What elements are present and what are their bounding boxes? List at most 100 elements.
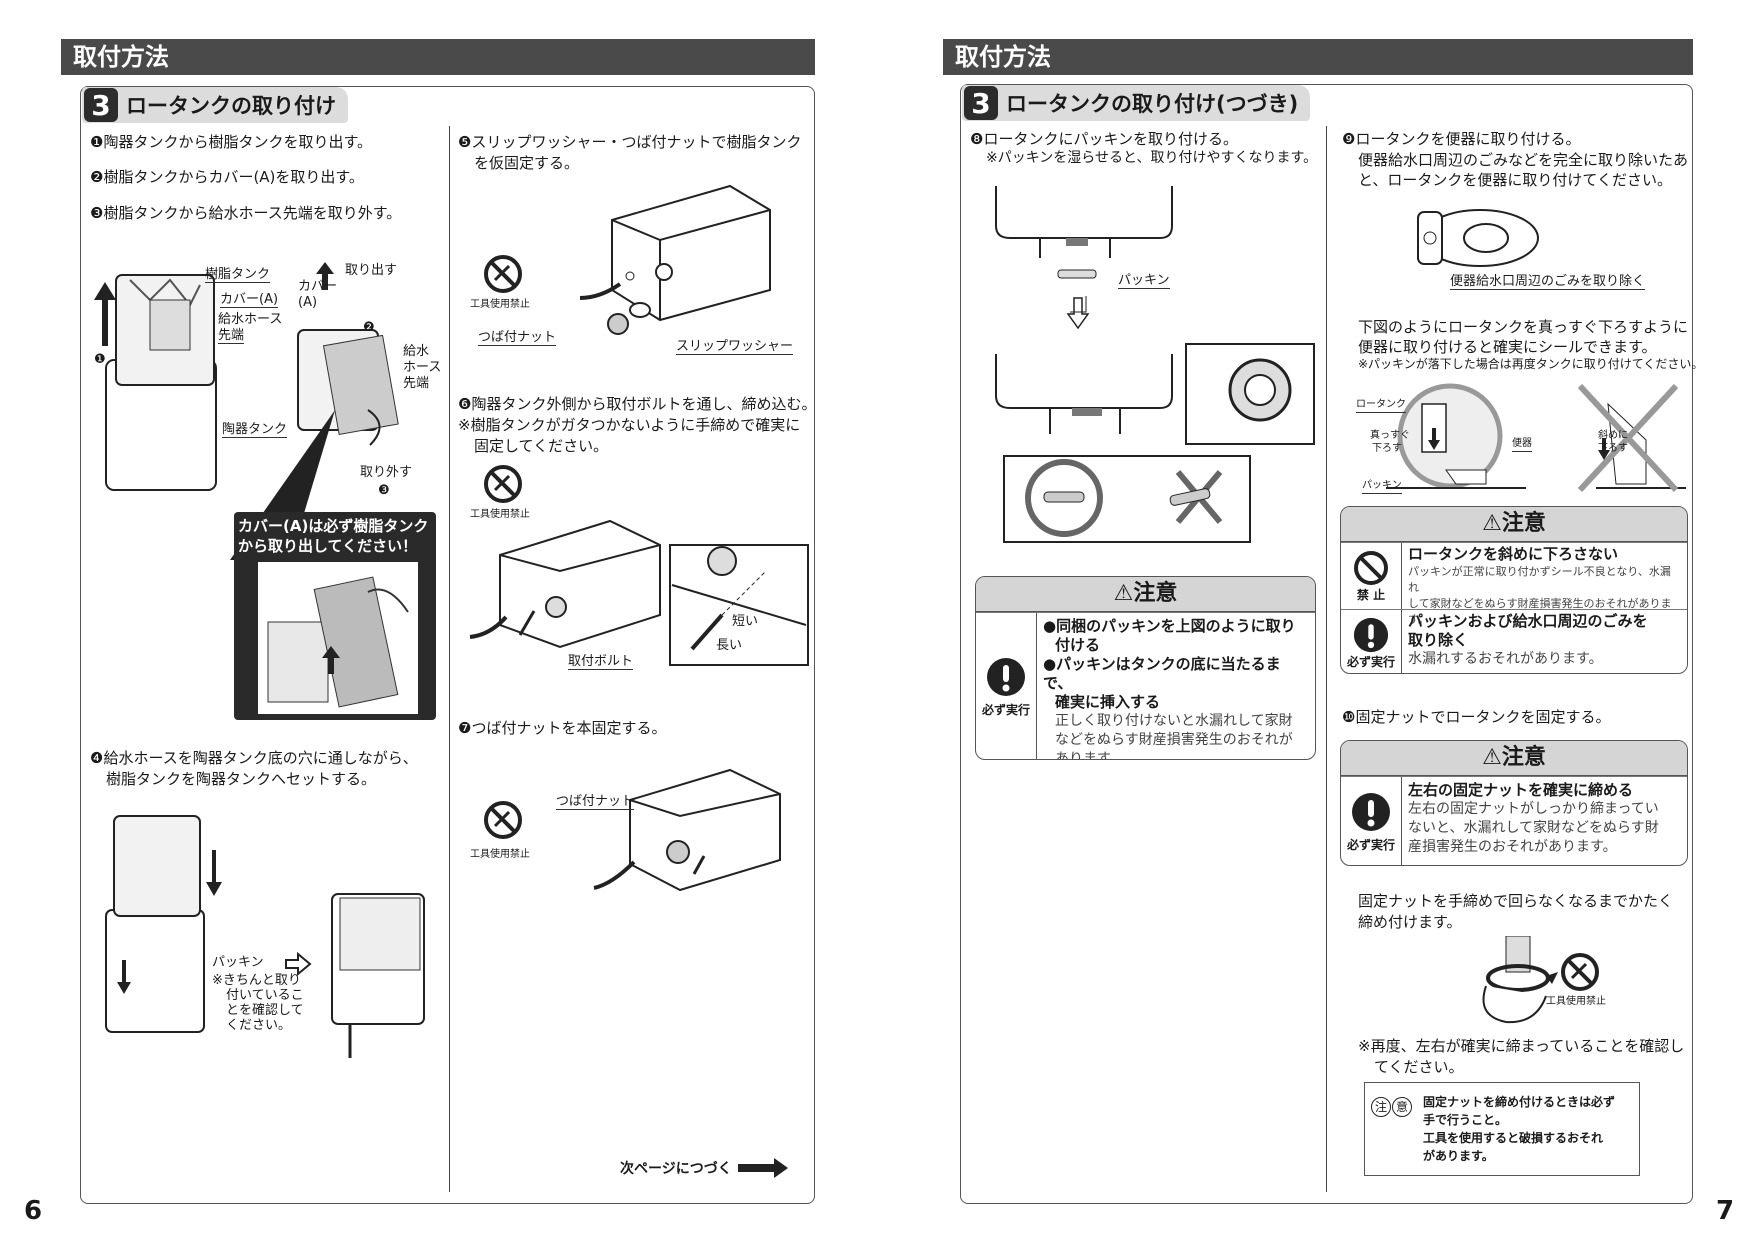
must-do-label: 必ず実行 <box>981 702 1030 717</box>
step-7: ❼つば付ナットを本固定する。 <box>458 719 667 737</box>
label-packing-left: パッキン <box>212 955 264 970</box>
must-do-label: 必ず実行 <box>1346 837 1395 852</box>
caution-text: ロータンクを斜めに下ろさない パッキンが正常に取り付かずシール不良となり、水漏れ… <box>1402 543 1687 626</box>
step-4-line-1: ❹給水ホースを陶器タンク底の穴に通しながら、 <box>90 749 418 767</box>
right-content-frame <box>960 84 1693 1204</box>
callout-photo <box>258 562 418 714</box>
arrow-right-icon <box>737 1158 788 1178</box>
marker-2: ❷ <box>363 320 375 335</box>
must-do-label: 必ず実行 <box>1346 654 1395 669</box>
exclamation-icon <box>1353 617 1389 652</box>
label-slip-washer: スリップワッシャー <box>676 339 794 355</box>
label-toritsuke-bolt: 取付ボルト <box>568 654 634 670</box>
caution-line: 取り除く <box>1408 631 1469 649</box>
step-10-line-5: てください。 <box>1374 1058 1464 1076</box>
caution-text: 左右の固定ナットを確実に締める 左右の固定ナットがしっかり締まってい ないと、水… <box>1402 777 1665 865</box>
caution-line: ないと、水漏れして家財などをぬらす財 <box>1408 820 1659 836</box>
label-naname-2: 下ろす <box>1598 443 1628 454</box>
section-title: ロータンクの取り付け(つづき) <box>1006 92 1299 116</box>
step-9-line-6: ※パッキンが落下した場合は再度タンクに取り付けてください。 <box>1358 357 1704 371</box>
exclamation-icon <box>1352 792 1390 831</box>
step-10-line-4: ※再度、左右が確実に締まっていることを確認し <box>1358 1037 1685 1055</box>
label-lowtank: ロータンク <box>1356 397 1406 413</box>
caution-row: 必ず実行 左右の固定ナットを確実に締める 左右の固定ナットがしっかり締まってい … <box>1341 776 1687 865</box>
label-kakunin-2: 付いているこ <box>226 988 304 1003</box>
tool-ban-label-3: 工具使用禁止 <box>470 849 530 860</box>
label-tsubatsuki-nut-2: つば付ナット <box>556 794 635 810</box>
note-badge-char: 注 <box>1371 1097 1391 1117</box>
right-page-header: 取付方法 <box>943 39 1693 75</box>
tool-ban-icon <box>1561 953 1599 991</box>
caution-row-prohibited: 禁 止 ロータンクを斜めに下ろさない パッキンが正常に取り付かずシール不良となり… <box>1341 542 1687 626</box>
label-packing-right: パッキン <box>1118 273 1170 289</box>
caution-row-must-do: 必ず実行 パッキンおよび給水口周辺のごみを 取り除く 水漏れするおそれがあります… <box>1341 609 1687 673</box>
toilet-bowl-illustration <box>1417 209 1539 267</box>
mounting-bolt-illustration <box>469 519 809 666</box>
prohibited-icon-cell: 禁 止 <box>1341 543 1402 609</box>
step-9-line-1: ❾ロータンクを便器に取り付ける。 <box>1342 130 1581 148</box>
caution-row: 必ず実行 ●同梱のパッキンを上図のように取り 付ける ●パッキンはタンクの底に当… <box>976 612 1315 759</box>
step-10-line-2: 固定ナットを手締めで回らなくなるまでかたく <box>1358 892 1674 910</box>
step-9-line-5: 便器に取り付けると確実にシールできます。 <box>1358 338 1657 356</box>
caution-line: ロータンクを斜めに下ろさない <box>1408 545 1619 563</box>
hand-tighten-illustration <box>1482 936 1558 1024</box>
label-kyusui: 給水 <box>403 344 430 359</box>
final-nut-illustration <box>593 768 781 892</box>
section-number: 3 <box>964 86 998 120</box>
step-3: ❸樹脂タンクから給水ホース先端を取り外す。 <box>90 204 402 222</box>
tank-removal-illustration <box>94 262 399 560</box>
caution-line: して家財などをぬらす財産損害発生のおそれがあります。 <box>1408 597 1672 626</box>
step-9-line-4: 下図のようにロータンクを真っすぐ下ろすように <box>1358 318 1689 336</box>
label-hose: ホース <box>403 360 442 375</box>
step-8-line-2: ※パッキンを湿らせると、取り付けやすくなります。 <box>986 150 1318 166</box>
label-naname-1: 斜めに <box>1598 430 1628 441</box>
step-1: ❶陶器タンクから樹脂タンクを取り出す。 <box>90 133 372 151</box>
caution-box-2: ⚠注意 禁 止 ロータンクを斜めに下ろさない パッキンが正常に取り付かずシール不… <box>1340 506 1688 674</box>
caution-line: パッキンおよび給水口周辺のごみを <box>1408 612 1648 630</box>
page-number-right: 7 <box>1716 1196 1735 1226</box>
left-content-frame <box>80 86 815 1204</box>
caution-title: ⚠注意 <box>1341 741 1687 776</box>
caution-line: 左右の固定ナットがしっかり締まってい <box>1408 801 1659 817</box>
prohibited-label: 禁 止 <box>1356 587 1386 602</box>
label-massugu-2: 下ろす <box>1372 443 1402 454</box>
label-nagai: 長い <box>716 638 743 653</box>
left-page-header: 取付方法 <box>61 39 815 75</box>
marker-3: ❸ <box>378 483 390 498</box>
note-line: 固定ナットを締め付けるときは必ず <box>1423 1095 1616 1109</box>
label-packing-lowering: パッキン <box>1362 478 1402 494</box>
note-line: 工具を使用すると破損するおそれ <box>1423 1131 1604 1145</box>
label-cover: カバー <box>298 279 338 294</box>
callout-line-2: から取り出してください！ <box>238 537 418 555</box>
note-badge-char: 意 <box>1392 1097 1412 1117</box>
label-kyusui-hose: 給水ホース <box>218 312 283 327</box>
step-10: ❿固定ナットでロータンクを固定する。 <box>1342 708 1611 726</box>
label-tsubatsuki-nut: つば付ナット <box>478 330 557 346</box>
slip-washer-illustration <box>579 184 771 335</box>
tool-ban-label-1: 工具使用禁止 <box>470 299 530 310</box>
marker-1: ❶ <box>94 352 106 367</box>
caution-line: などをぬらす財産損害発生のおそれが <box>1055 732 1293 748</box>
step-2: ❷樹脂タンクからカバー(A)を取り出す。 <box>90 168 364 186</box>
exclamation-icon <box>987 657 1025 696</box>
caution-line: 正しく取り付けないと水漏れして家財 <box>1055 713 1293 729</box>
warning-callout-box: カバー(A)は必ず樹脂タンク から取り出してください！ <box>234 512 436 720</box>
step-6-line-1: ❻陶器タンク外側から取付ボルトを通し、締め込む。 <box>458 395 817 413</box>
label-torihazusu: 取り外す <box>360 465 413 480</box>
caution-title: ⚠注意 <box>976 577 1315 612</box>
caution-line: 水漏れするおそれがあります。 <box>1408 651 1603 667</box>
note-box: 注 意 固定ナットを締め付けるときは必ず 手で行うこと。 工具を使用すると破損す… <box>1364 1082 1640 1176</box>
step-6-line-3: 固定してください。 <box>474 437 609 455</box>
step-9-line-2: 便器給水口周辺のごみなどを完全に取り除いたあ <box>1358 151 1689 169</box>
tool-ban-label-2: 工具使用禁止 <box>470 509 530 520</box>
label-kakunin-4: ください。 <box>226 1018 292 1033</box>
must-do-icon-cell: 必ず実行 <box>1341 610 1402 673</box>
section-number: 3 <box>84 88 118 122</box>
caution-line: ●同梱のパッキンを上図のように取り <box>1043 617 1296 635</box>
label-sentan2: 先端 <box>403 376 430 391</box>
lowering-tank-illustration <box>1386 383 1686 493</box>
left-column-divider <box>449 126 450 1192</box>
label-cover-a: カバー(A) <box>220 292 279 308</box>
callout-line-1: カバー(A)は必ず樹脂タンク <box>238 517 429 535</box>
step-9-line-3: と、ロータンクを便器に取り付けてください。 <box>1358 171 1672 189</box>
